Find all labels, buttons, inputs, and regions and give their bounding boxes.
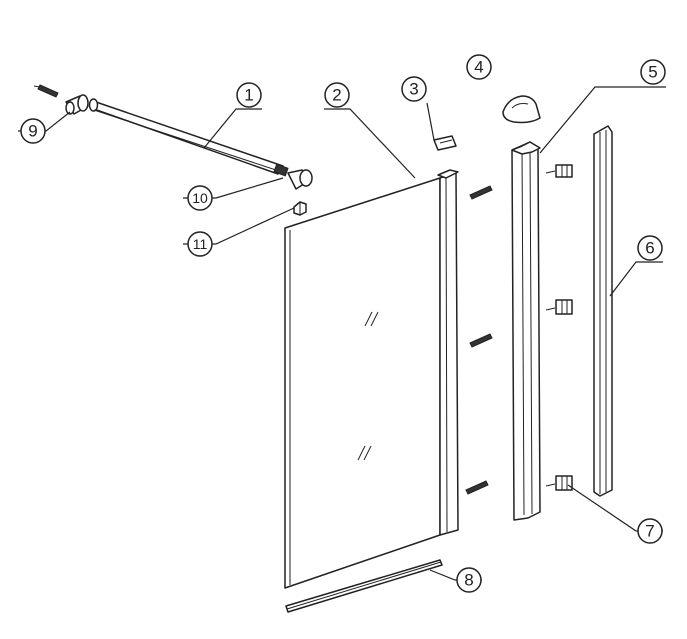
callout-8-label: 8 xyxy=(464,571,473,590)
callout-4: 4 xyxy=(466,54,492,80)
callout-3: 3 xyxy=(401,76,427,102)
callout-3-label: 3 xyxy=(409,80,418,99)
small-bumper xyxy=(293,201,307,216)
support-bar xyxy=(88,98,284,175)
callout-9: 9 xyxy=(20,118,46,144)
callout-7-label: 7 xyxy=(645,522,654,541)
callout-10: 10 xyxy=(187,185,213,211)
callout-10-label: 10 xyxy=(192,190,208,206)
bracket-screw-icon-middle xyxy=(545,307,556,311)
callout-9-label: 9 xyxy=(28,122,37,141)
callout-6-label: 6 xyxy=(645,239,654,258)
callout-11: 11 xyxy=(187,231,213,257)
wall-screw-icon xyxy=(33,84,59,98)
callout-11-label: 11 xyxy=(193,236,208,252)
wall-bracket-upper xyxy=(555,164,573,178)
bracket-screw-icon-lower xyxy=(545,483,556,487)
glass-reflection-mark-upper xyxy=(364,311,379,327)
bracket-screw-icon-upper xyxy=(545,170,556,174)
adjustment-profile xyxy=(511,141,541,521)
wall-bracket-middle xyxy=(555,299,573,315)
callout-5-label: 5 xyxy=(648,63,657,82)
profile-screw-icon-upper xyxy=(469,185,493,200)
wall-profile xyxy=(593,125,613,497)
glass-panel xyxy=(284,169,459,589)
callout-8: 8 xyxy=(456,567,482,593)
top-cap xyxy=(433,135,457,151)
callout-4-label: 4 xyxy=(474,58,483,77)
glass-clamp-connector xyxy=(273,163,313,190)
callout-6: 6 xyxy=(637,235,663,261)
callout-2-label: 2 xyxy=(332,86,341,105)
wall-profile-cap xyxy=(502,95,541,124)
profile-screw-icon-middle xyxy=(469,333,493,348)
bottom-seal xyxy=(285,559,443,613)
wall-end-cap xyxy=(65,94,89,115)
callout-1-label: 1 xyxy=(244,86,253,105)
glass-reflection-mark-lower xyxy=(357,445,372,461)
callout-7: 7 xyxy=(637,518,663,544)
callout-2: 2 xyxy=(324,82,350,108)
callout-1: 1 xyxy=(236,82,262,108)
profile-screw-icon-lower xyxy=(465,480,489,495)
wall-bracket-lower xyxy=(555,475,573,491)
callout-5: 5 xyxy=(640,59,666,85)
